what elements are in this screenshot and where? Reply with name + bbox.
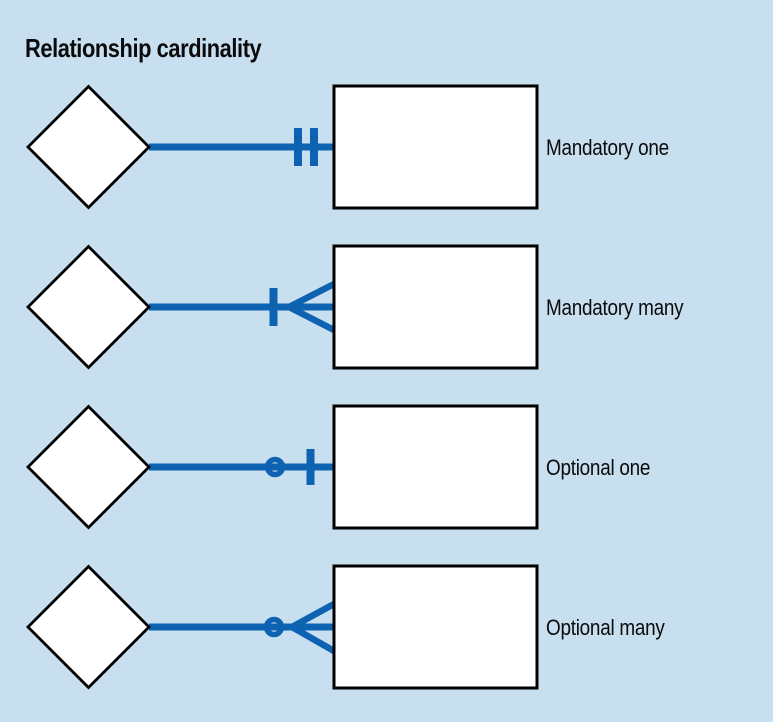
entity-rectangle-icon xyxy=(332,244,539,370)
entity-rectangle-icon xyxy=(332,84,539,210)
cardinality-row-optional-many xyxy=(26,564,539,690)
cardinality-row-mandatory-one xyxy=(26,84,539,210)
one-bar-icon xyxy=(310,128,318,166)
cardinality-row-optional-one xyxy=(26,404,539,530)
one-bar-icon xyxy=(269,288,278,326)
relationship-diamond-icon xyxy=(26,404,151,530)
cardinality-row-mandatory-many xyxy=(26,244,539,370)
relationship-diamond-icon xyxy=(26,564,151,690)
relationship-diamond-icon xyxy=(26,244,151,370)
row-label: Optional one xyxy=(546,455,651,480)
one-bar-icon xyxy=(294,128,302,166)
row-label: Optional many xyxy=(546,615,665,640)
optional-circle-icon xyxy=(263,616,285,638)
row-label: Mandatory one xyxy=(546,135,669,160)
diagram-title: Relationship cardinality xyxy=(25,33,262,63)
crow-foot-icon xyxy=(287,281,336,333)
relationship-diamond-icon xyxy=(26,84,151,210)
entity-rectangle-icon xyxy=(332,564,539,690)
crow-foot-icon xyxy=(290,601,336,654)
row-label: Mandatory many xyxy=(546,295,684,320)
entity-rectangle-icon xyxy=(332,404,539,530)
optional-circle-icon xyxy=(264,456,286,478)
one-bar-icon xyxy=(306,449,315,485)
